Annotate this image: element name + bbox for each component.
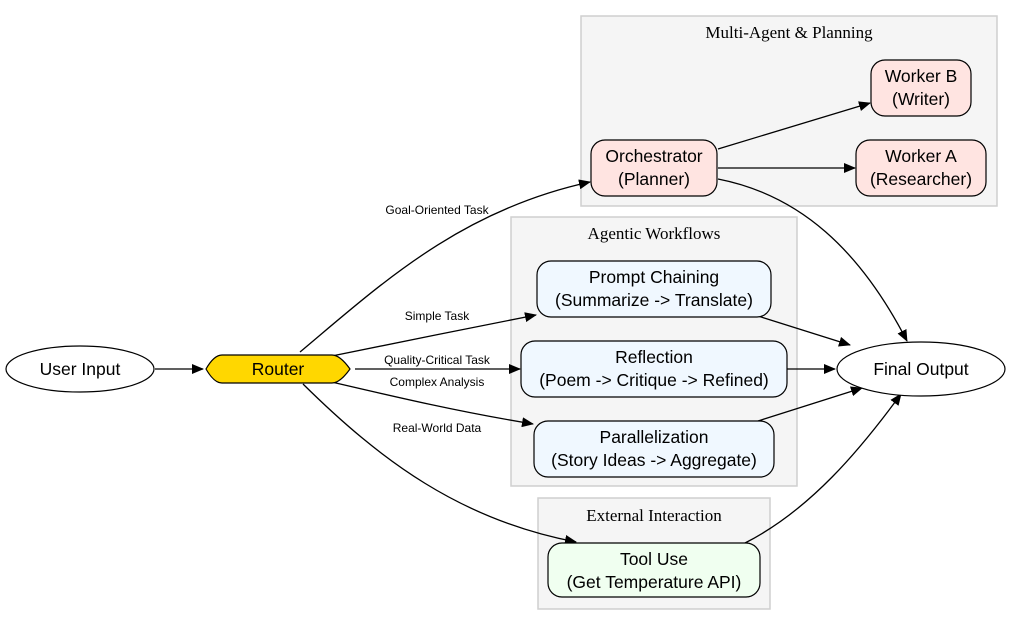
edge-tool-use-to-final-output [744,393,902,544]
tool-use-subtitle: (Get Temperature API) [567,572,742,592]
node-tool-use: Tool Use (Get Temperature API) [547,542,761,598]
cluster-workflows-title: Agentic Workflows [588,224,721,243]
edge-prompt-chaining-to-final-output [757,315,851,347]
node-prompt-chaining: Prompt Chaining (Summarize -> Translate) [536,260,772,318]
reflection-subtitle: (Poem -> Critique -> Refined) [539,370,769,390]
worker-b-title: Worker B [885,66,958,86]
edge-orchestrator-to-final-output [717,178,908,342]
user-input-ellipse [5,345,155,393]
orchestrator-subtitle: (Planner) [618,169,690,189]
prompt-chaining-box [536,260,772,318]
edge-label-complex-analysis: Complex Analysis [390,375,485,389]
worker-a-title: Worker A [885,146,957,166]
edge-labels: Goal-Oriented Task Simple Task Quality-C… [384,203,491,435]
edges [155,101,908,545]
final-output-ellipse [836,341,1006,397]
node-user-input: User Input [5,345,155,393]
edge-orchestrator-to-worker-b [717,101,871,150]
parallelization-title: Parallelization [600,427,709,447]
router-diamond [205,354,351,384]
edge-router-to-prompt-chaining [321,312,537,359]
parallelization-box [533,420,775,478]
reflection-box [520,340,788,398]
edge-router-to-tool-use [302,383,577,545]
cluster-multi-agent-title: Multi-Agent & Planning [705,23,873,42]
node-reflection: Reflection (Poem -> Critique -> Refined) [520,340,788,398]
node-router: Router [205,354,351,384]
prompt-chaining-title: Prompt Chaining [589,267,719,287]
reflection-title: Reflection [615,347,693,367]
node-worker-b: Worker B (Writer) [870,59,972,117]
edge-label-goal-oriented: Goal-Oriented Task [385,203,489,217]
worker-a-subtitle: (Researcher) [870,169,972,189]
prompt-chaining-subtitle: (Summarize -> Translate) [555,290,753,310]
cluster-external-title: External Interaction [586,506,722,525]
edge-label-simple-task: Simple Task [405,309,470,323]
edge-parallelization-to-final-output [757,386,863,422]
worker-a-box [855,139,987,197]
node-final-output: Final Output [836,341,1006,397]
edge-label-real-world-data: Real-World Data [393,421,482,435]
user-input-label: User Input [40,359,121,379]
edge-label-quality-critical: Quality-Critical Task [384,353,491,367]
tool-use-box [547,542,761,598]
orchestrator-title: Orchestrator [605,146,702,166]
node-orchestrator: Orchestrator (Planner) [590,139,718,197]
orchestrator-box [590,139,718,197]
parallelization-subtitle: (Story Ideas -> Aggregate) [551,450,757,470]
edge-router-to-parallelization [322,379,534,428]
final-output-label: Final Output [873,359,968,379]
node-parallelization: Parallelization (Story Ideas -> Aggregat… [533,420,775,478]
router-label: Router [252,359,305,379]
tool-use-title: Tool Use [620,549,688,569]
node-worker-a: Worker A (Researcher) [855,139,987,197]
worker-b-subtitle: (Writer) [892,89,950,109]
worker-b-box [870,59,972,117]
edge-router-to-orchestrator [299,179,591,353]
